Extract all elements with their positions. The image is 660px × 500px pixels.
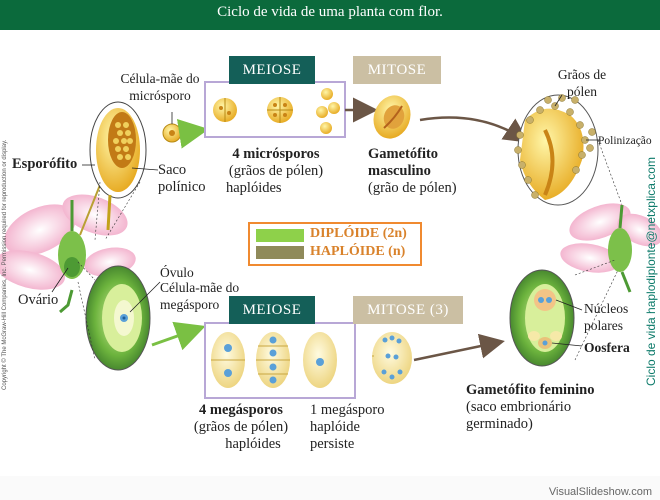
caption-microsporos-line1: (grãos de pólen) [228,163,324,179]
caption-gametofito-feminino-line1: (saco embrionário [466,399,572,415]
mitosis-embryo-sac [372,332,412,384]
ploidy-legend: DIPLÓIDE (2n) HAPLÓIDE (n) [248,222,422,266]
label-saco-polinico: Saco polínico [158,162,206,195]
caption-megasporos-title: 4 megásporos [199,402,283,418]
copyright-credit-text: Copyright © The McGraw-Hill Companies, I… [2,139,8,390]
anther-zoom [89,101,147,241]
caption-megasporo-persiste-line2: haplóide [310,419,360,435]
label-ovario: Ovário [18,292,59,308]
legend-label-diploide: DIPLÓIDE (2n) [310,226,407,241]
watermark: VisualSlideshow.com [548,486,652,498]
female-gametophyte [509,259,619,367]
legend-label-haploide: HAPLÓIDE (n) [310,244,406,259]
caption-megasporo-persiste: 1 megásporo haplóide persiste [310,402,400,453]
male-gametophyte [373,95,411,139]
right-flower [560,203,660,293]
caption-gametofito-feminino: Gametófito feminino (saco embrionário ge… [466,382,626,433]
label-oosfera: Oosfera [584,340,630,355]
label-celula-mae-microsporo: Célula-mãe do micrósporo [120,71,200,103]
ovule-zoom [77,261,161,371]
title-bar [0,0,660,30]
label-ovulo: Óvulo [160,265,194,280]
label-graos-de-polen: Grãos de pólen [557,67,607,99]
side-credit-text: Ciclo de vida haplodiplonte@netxplica.co… [644,157,658,386]
watermark-bar [0,476,660,500]
label-celula-mae-megasporo: Célula-mãe do megásporo [160,280,240,312]
label-esporofito: Esporófito [12,156,78,172]
caption-gametofito-feminino-title: Gametófito feminino [466,382,595,398]
label-nucleos-polares: Núcleos polares [584,301,629,333]
caption-gametofito-masculino: Gametófito masculino (grão de pólen) [368,146,480,197]
caption-megasporos-line2: haplóides [225,436,281,452]
mitose-top-header: MITOSE [353,56,441,84]
caption-gametofito-masculino-line1: (grão de pólen) [368,180,457,196]
caption-microsporos-line2: haplóides [226,180,282,196]
caption-megasporo-persiste-line1: 1 megásporo [310,402,385,418]
label-polinizacao: Polinização [598,135,652,147]
life-cycle-diagram [0,81,660,399]
caption-megasporos-line1: (grãos de pólen) [193,419,289,435]
caption-gametofito-feminino-line2: germinado) [466,416,533,432]
stigma-pollination [514,94,623,206]
caption-microsporos-title: 4 micrósporos [232,146,320,162]
mitose-bottom-header: MITOSE (3) [353,296,463,324]
pollen-tetrads [213,88,340,134]
legend-swatch-diploide [256,229,304,242]
caption-microsporos: 4 micrósporos (grãos de pólen) haplóides [206,146,346,197]
caption-gametofito-masculino-title: Gametófito masculino [368,146,439,179]
caption-megasporo-persiste-line3: persiste [310,436,355,452]
caption-megasporos: 4 megásporos (grãos de pólen) haplóides [178,402,304,453]
page-title: Ciclo de vida de uma planta com flor. [217,4,443,20]
legend-swatch-haploide [256,246,304,259]
meiose-bottom-header: MEIOSE [229,296,315,324]
meiose-top-header: MEIOSE [229,56,315,84]
sporophyte-flower [0,173,136,314]
megaspores [211,332,337,388]
